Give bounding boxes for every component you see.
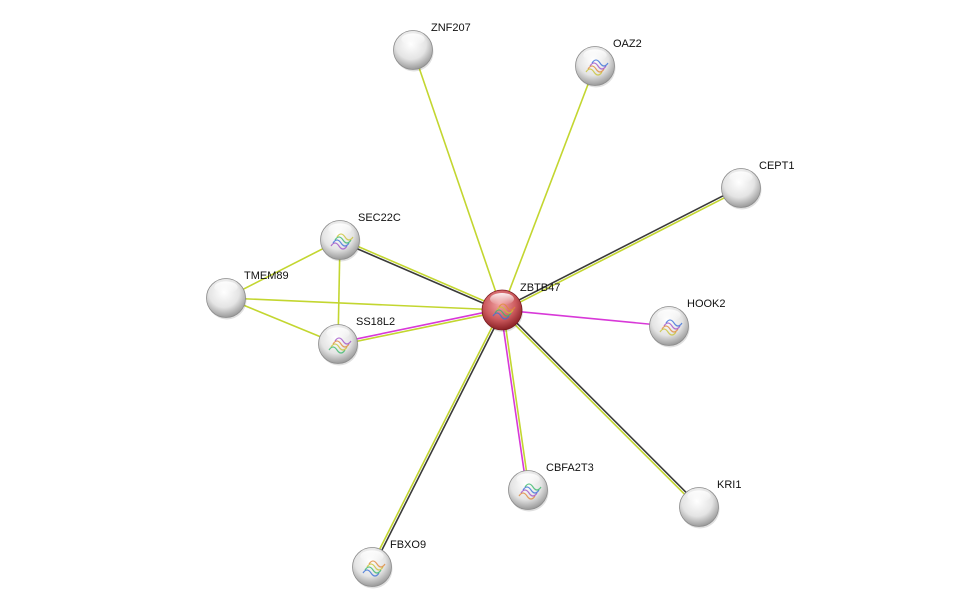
edge-line-textmining (340, 238, 503, 310)
edge-zbtb47-cbfa2t3[interactable] (500, 309, 530, 491)
edge-zbtb47-kri1[interactable] (500, 308, 701, 509)
node-highlight (401, 33, 425, 46)
node-hook2[interactable]: HOOK2 (649, 298, 726, 348)
node-tmem89[interactable]: TMEM89 (206, 270, 289, 320)
edge-line-textmining (370, 309, 502, 567)
edge-zbtb47-cept1[interactable] (501, 186, 742, 312)
node-znf207[interactable]: ZNF207 (393, 22, 471, 72)
node-highlight (490, 293, 514, 305)
node-highlight (729, 171, 753, 184)
edge-line-textmining (502, 309, 530, 490)
edge-zbtb47-sec22c[interactable] (339, 238, 503, 312)
edge-zbtb47-znf207[interactable] (412, 49, 503, 311)
node-label: HOOK2 (687, 298, 726, 310)
edge-zbtb47-fbxo9[interactable] (370, 309, 504, 568)
edge-line-textmining (500, 310, 699, 509)
node-label: TMEM89 (244, 270, 289, 282)
edge-zbtb47-tmem89[interactable] (225, 297, 503, 311)
edge-tmem89-ss18l2[interactable] (225, 297, 339, 345)
edge-line-textmining (502, 188, 742, 312)
node-label: SS18L2 (356, 316, 395, 328)
node-label: CBFA2T3 (546, 462, 594, 474)
node-highlight (583, 49, 607, 62)
node-sec22c[interactable]: SEC22C (320, 212, 401, 262)
node-zbtb47[interactable]: ZBTB47 (481, 282, 560, 332)
node-label: ZNF207 (431, 22, 471, 34)
edge-line-coexpression (502, 308, 701, 507)
edge-zbtb47-ss18l2[interactable] (337, 308, 503, 346)
node-highlight (516, 473, 540, 486)
edge-line-textmining (225, 297, 339, 345)
node-cept1[interactable]: CEPT1 (721, 160, 795, 210)
edge-line-experiments (337, 308, 502, 344)
node-label: SEC22C (358, 212, 401, 224)
node-highlight (360, 550, 384, 563)
edge-line-experiments (501, 309, 670, 327)
edge-line-textmining (412, 49, 503, 311)
node-highlight (326, 327, 350, 340)
node-kri1[interactable]: KRI1 (679, 479, 742, 529)
node-highlight (328, 223, 352, 236)
node-highlight (214, 281, 238, 294)
node-highlight (657, 309, 681, 322)
edge-sec22c-tmem89[interactable] (225, 239, 341, 299)
node-label: KRI1 (717, 479, 741, 491)
protein-structure-icon (518, 483, 542, 500)
edge-line-textmining (501, 65, 596, 311)
node-highlight (687, 490, 711, 503)
edge-line-experiments (500, 310, 528, 491)
node-ss18l2[interactable]: SS18L2 (318, 316, 396, 366)
edge-line-coexpression (372, 310, 504, 568)
node-cbfa2t3[interactable]: CBFA2T3 (508, 462, 594, 512)
node-label: CEPT1 (759, 160, 794, 172)
edge-line-textmining (338, 310, 503, 346)
edge-line-coexpression (501, 186, 741, 310)
node-label: ZBTB47 (520, 282, 560, 294)
node-fbxo9[interactable]: FBXO9 (352, 539, 427, 589)
edge-zbtb47-hook2[interactable] (501, 309, 670, 327)
edge-line-textmining (225, 297, 503, 311)
edge-line-coexpression (339, 240, 502, 312)
node-label: FBXO9 (390, 539, 426, 551)
edge-line-textmining (225, 239, 341, 299)
node-label: OAZ2 (613, 38, 642, 50)
edge-zbtb47-oaz2[interactable] (501, 65, 596, 311)
node-oaz2[interactable]: OAZ2 (575, 38, 642, 88)
